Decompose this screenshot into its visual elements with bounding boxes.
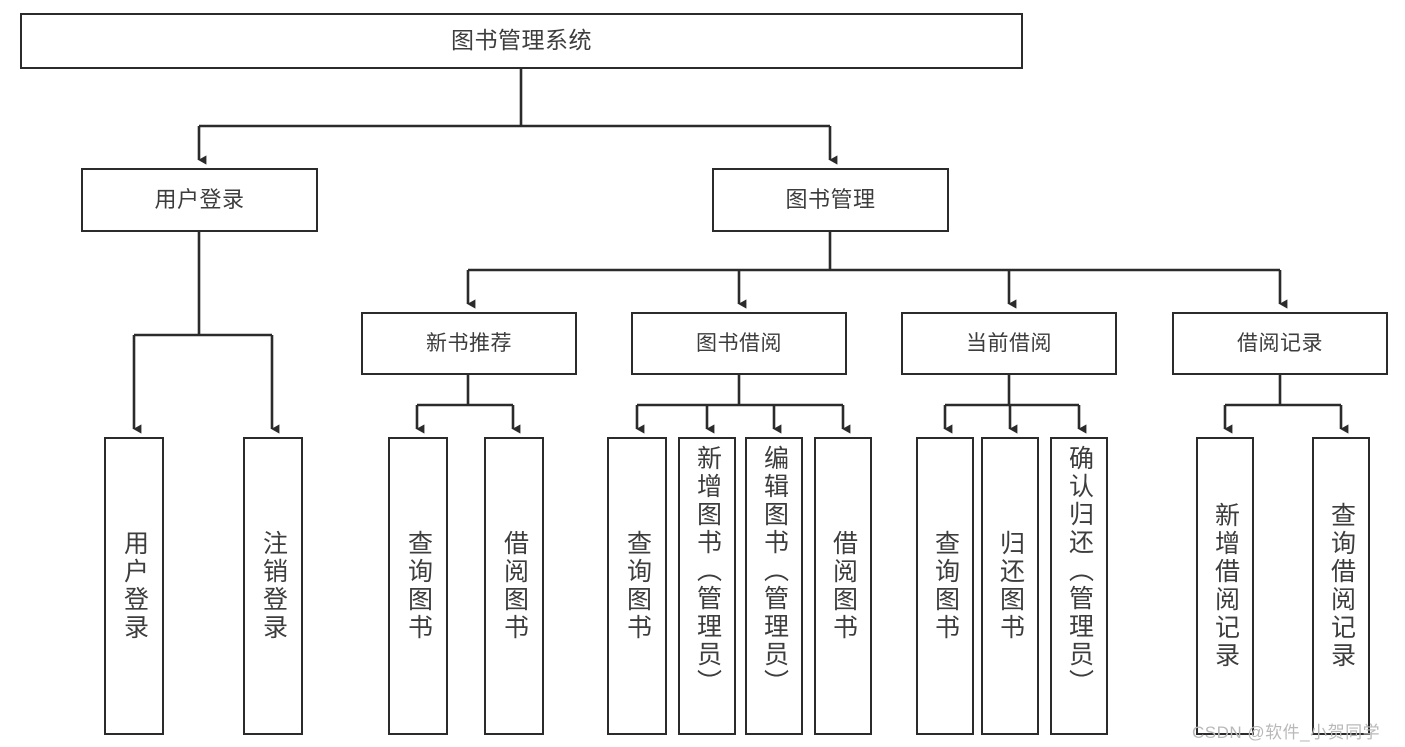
leaf-borrow-borrow-book[interactable]: 借阅图书: [814, 437, 872, 735]
leaf-user-login-login[interactable]: 用户登录: [104, 437, 164, 735]
leaf-record-query-record[interactable]: 查询借阅记录: [1312, 437, 1370, 735]
node-label: 借阅图书: [500, 530, 529, 642]
node-book-management[interactable]: 图书管理: [712, 168, 949, 232]
node-label: 图书管理: [785, 186, 876, 212]
node-label: 查询图书: [623, 530, 652, 642]
node-label: 新书推荐: [426, 331, 512, 355]
node-label: 图书借阅: [696, 331, 782, 355]
node-label: 查询借阅记录: [1327, 502, 1356, 670]
node-book-borrowing[interactable]: 图书借阅: [631, 312, 847, 375]
leaf-current-confirm-return-admin[interactable]: 确认归还（管理员）: [1050, 437, 1108, 735]
leaf-user-login-logout[interactable]: 注销登录: [243, 437, 303, 735]
node-label: 新增图书（管理员）: [693, 445, 722, 697]
leaf-current-query-book[interactable]: 查询图书: [916, 437, 974, 735]
leaf-borrow-query-book[interactable]: 查询图书: [607, 437, 667, 735]
leaf-new-book-borrow-book[interactable]: 借阅图书: [484, 437, 544, 735]
node-new-book-recommendation[interactable]: 新书推荐: [361, 312, 577, 375]
node-label: 当前借阅: [966, 331, 1052, 355]
leaf-current-return-book[interactable]: 归还图书: [981, 437, 1039, 735]
node-root-book-management-system[interactable]: 图书管理系统: [20, 13, 1023, 69]
leaf-borrow-edit-book-admin[interactable]: 编辑图书（管理员）: [745, 437, 803, 735]
leaf-new-book-query-book[interactable]: 查询图书: [388, 437, 448, 735]
node-label: 查询图书: [404, 530, 433, 642]
node-current-borrowing[interactable]: 当前借阅: [901, 312, 1117, 375]
node-user-login[interactable]: 用户登录: [81, 168, 318, 232]
node-label: 新增借阅记录: [1211, 502, 1240, 670]
node-label: 用户登录: [120, 530, 149, 642]
node-label: 图书管理系统: [451, 27, 592, 54]
node-label: 归还图书: [996, 530, 1025, 642]
node-label: 注销登录: [259, 530, 288, 642]
node-borrow-records[interactable]: 借阅记录: [1172, 312, 1388, 375]
leaf-record-add-record[interactable]: 新增借阅记录: [1196, 437, 1254, 735]
node-label: 编辑图书（管理员）: [760, 445, 789, 697]
node-label: 查询图书: [931, 530, 960, 642]
csdn-watermark: CSDN @软件_小贺同学: [1192, 723, 1381, 742]
node-label: 借阅记录: [1237, 331, 1323, 355]
node-label: 用户登录: [154, 186, 245, 212]
node-label: 确认归还（管理员）: [1065, 445, 1094, 697]
node-label: 借阅图书: [829, 530, 858, 642]
leaf-borrow-add-book-admin[interactable]: 新增图书（管理员）: [678, 437, 736, 735]
